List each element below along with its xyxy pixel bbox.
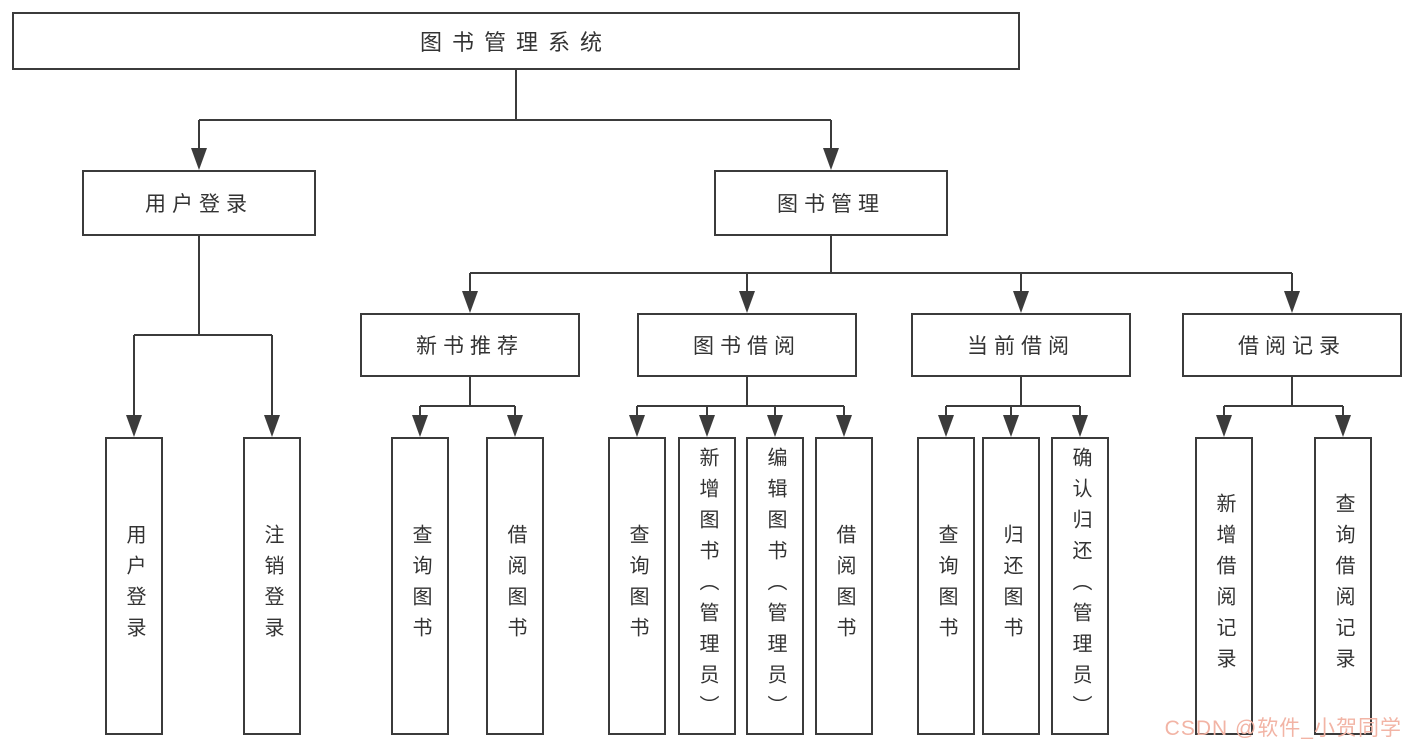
leaf-add-borrow-record: 新增借阅记录 xyxy=(1195,437,1253,735)
arrow-down-icon xyxy=(191,148,207,170)
leaf-label: 新增借阅记录 xyxy=(1213,493,1235,679)
node-book-management: 图书管理 xyxy=(714,170,948,236)
node-label: 用户登录 xyxy=(145,193,253,216)
leaf-label: 查询图书 xyxy=(626,524,648,648)
connector-current-borrow-children xyxy=(945,377,1081,417)
node-label: 当前借阅 xyxy=(967,335,1075,358)
arrow-down-icon xyxy=(264,415,280,437)
leaf-label: 查询借阅记录 xyxy=(1332,493,1354,679)
connector-book-mgmt-to-level2 xyxy=(469,236,1293,293)
leaf-label: 归还图书 xyxy=(1000,524,1022,648)
leaf-label: 借阅图书 xyxy=(833,524,855,648)
leaf-query-borrow-record: 查询借阅记录 xyxy=(1314,437,1372,735)
connector-new-book-children xyxy=(419,377,516,417)
leaf-logout: 注销登录 xyxy=(243,437,301,735)
node-label: 图书管理系统 xyxy=(419,30,612,55)
node-book-borrow: 图书借阅 xyxy=(637,313,857,377)
leaf-borrow-books: 借阅图书 xyxy=(815,437,873,735)
node-label: 图书管理 xyxy=(777,193,885,216)
arrow-down-icon xyxy=(126,415,142,437)
leaf-label: 编辑图书（管理员） xyxy=(764,446,786,726)
arrow-down-icon xyxy=(1335,415,1351,437)
arrow-down-icon xyxy=(699,415,715,437)
leaf-borrow-books-recommend: 借阅图书 xyxy=(486,437,544,735)
leaf-add-books-admin: 新增图书（管理员） xyxy=(678,437,736,735)
node-label: 借阅记录 xyxy=(1238,335,1346,358)
arrow-down-icon xyxy=(938,415,954,437)
leaf-label: 查询图书 xyxy=(409,524,431,648)
leaf-return-books: 归还图书 xyxy=(982,437,1040,735)
node-root-library-system: 图书管理系统 xyxy=(12,12,1020,70)
node-label: 新书推荐 xyxy=(416,335,524,358)
leaf-user-login: 用户登录 xyxy=(105,437,163,735)
arrow-down-icon xyxy=(1013,291,1029,313)
leaf-label: 查询图书 xyxy=(935,524,957,648)
leaf-query-books-recommend: 查询图书 xyxy=(391,437,449,735)
arrow-down-icon xyxy=(1003,415,1019,437)
arrow-down-icon xyxy=(739,291,755,313)
connector-stems xyxy=(133,70,1344,417)
leaf-label: 确认归还（管理员） xyxy=(1069,446,1091,726)
connector-book-borrow-children xyxy=(636,377,845,417)
arrowheads xyxy=(126,148,1351,437)
arrow-down-icon xyxy=(462,291,478,313)
leaf-label: 新增图书（管理员） xyxy=(696,446,718,726)
arrow-down-icon xyxy=(767,415,783,437)
arrow-down-icon xyxy=(1284,291,1300,313)
arrow-down-icon xyxy=(507,415,523,437)
node-new-book-recommend: 新书推荐 xyxy=(360,313,580,377)
node-label: 图书借阅 xyxy=(693,335,801,358)
node-borrow-records: 借阅记录 xyxy=(1182,313,1402,377)
arrow-down-icon xyxy=(412,415,428,437)
connector-user-login-children xyxy=(133,236,273,417)
leaf-edit-books-admin: 编辑图书（管理员） xyxy=(746,437,804,735)
arrow-down-icon xyxy=(836,415,852,437)
connector-borrow-record-children xyxy=(1223,377,1344,417)
arrow-down-icon xyxy=(1072,415,1088,437)
arrow-down-icon xyxy=(823,148,839,170)
leaf-query-books-borrow: 查询图书 xyxy=(608,437,666,735)
leaf-query-books-current: 查询图书 xyxy=(917,437,975,735)
arrow-down-icon xyxy=(1216,415,1232,437)
node-current-borrow: 当前借阅 xyxy=(911,313,1131,377)
leaf-label: 借阅图书 xyxy=(504,524,526,648)
connector-root-to-level1 xyxy=(198,70,832,150)
leaf-label: 注销登录 xyxy=(261,524,283,648)
arrow-down-icon xyxy=(629,415,645,437)
leaf-confirm-return-admin: 确认归还（管理员） xyxy=(1051,437,1109,735)
leaf-label: 用户登录 xyxy=(123,524,145,648)
node-user-login: 用户登录 xyxy=(82,170,316,236)
